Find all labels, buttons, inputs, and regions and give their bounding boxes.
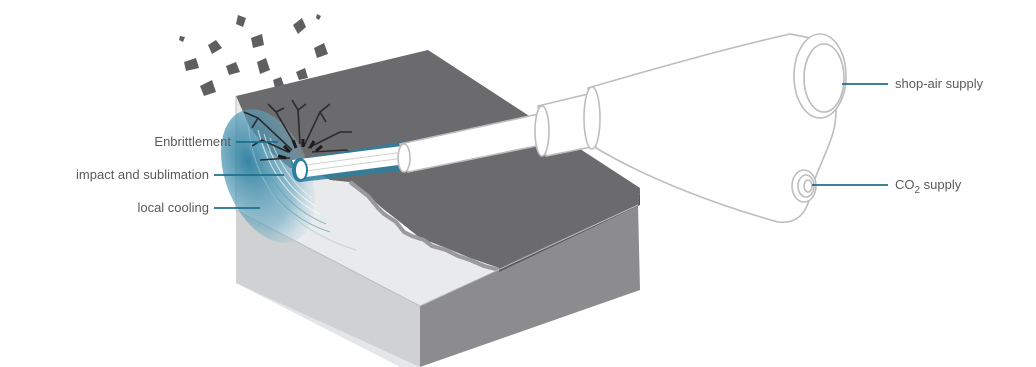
supply-text: supply [920,177,962,192]
co2-subscript: 2 [914,185,921,196]
dry-ice-jet [290,142,408,182]
label-embrittlement: Enbrittlement [154,134,231,149]
impact-ring [277,139,323,160]
label-co2-supply: CO2 supply [895,177,961,199]
label-local-cooling: local cooling [137,200,209,215]
workpiece-block [235,50,640,367]
label-shop-air-supply: shop-air supply [895,76,984,91]
label-impact-sublimation: impact and sublimation [76,167,209,182]
co2-text: CO [895,177,915,192]
blast-nozzle [397,33,847,224]
leader-lines [214,83,888,209]
